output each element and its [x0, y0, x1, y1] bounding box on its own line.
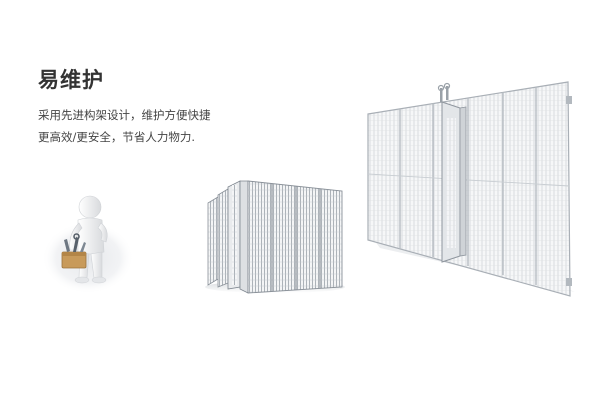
- worker-with-toolbox-icon: [42, 195, 134, 294]
- transparent-led-panel-icon: [367, 81, 575, 297]
- section-title: 易维护: [38, 68, 104, 92]
- description-line-1: 采用先进构架设计，维护方便快捷: [38, 108, 211, 122]
- led-panel-stack-icon: [205, 180, 345, 294]
- description-line-2: 更高效/更安全，节省人力物力.: [38, 130, 196, 144]
- section-description: 采用先进构架设计，维护方便快捷 更高效/更安全，节省人力物力.: [38, 104, 278, 148]
